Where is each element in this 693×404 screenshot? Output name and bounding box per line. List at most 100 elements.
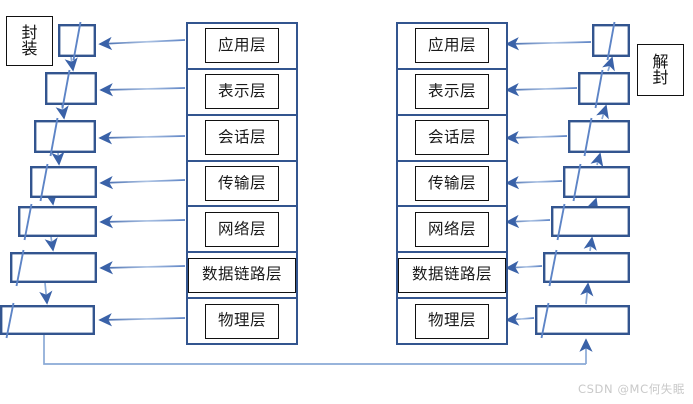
osi-row-receiver-6: 物理层 bbox=[398, 299, 506, 343]
wire-left-pres bbox=[99, 83, 186, 97]
right-packet-group bbox=[535, 21, 631, 339]
wire-right-sess bbox=[505, 130, 568, 145]
wire-right-phys bbox=[505, 312, 535, 326]
packet-frame-sender-2 bbox=[34, 119, 96, 153]
packet-receiver-1[interactable] bbox=[578, 69, 631, 109]
receiver-osi-stack: 应用层表示层会话层传输层网络层数据链路层物理层 bbox=[396, 22, 508, 345]
packet-header-divider-sender-4 bbox=[23, 203, 33, 241]
wire-left-net bbox=[99, 215, 186, 229]
wire-right-up-2 bbox=[596, 104, 609, 120]
packet-sender-4[interactable] bbox=[18, 203, 97, 241]
packet-sender-1[interactable] bbox=[45, 69, 97, 109]
packet-frame-sender-5 bbox=[9, 251, 97, 283]
decapsulation-label-line1: 解 bbox=[652, 51, 669, 71]
packet-header-divider-sender-3 bbox=[39, 163, 49, 202]
packet-header-divider-sender-5 bbox=[15, 249, 25, 287]
sender-osi-stack: 应用层表示层会话层传输层网络层数据链路层物理层 bbox=[186, 22, 298, 345]
osi-row-sender-1: 表示层 bbox=[188, 70, 296, 116]
packet-receiver-6[interactable] bbox=[535, 302, 631, 339]
packet-sender-6[interactable] bbox=[0, 302, 95, 339]
wire-right-up-6 bbox=[580, 282, 594, 305]
osi-layer-sender-3[interactable]: 传输层 bbox=[205, 166, 279, 201]
osi-row-sender-6: 物理层 bbox=[188, 299, 296, 343]
osi-layer-sender-2[interactable]: 会话层 bbox=[205, 120, 279, 156]
packet-header-divider-sender-1 bbox=[61, 69, 71, 109]
wire-bottom-medium bbox=[43, 335, 586, 365]
packet-header-divider-sender-0 bbox=[72, 21, 82, 61]
wire-right-up-4 bbox=[585, 197, 599, 213]
wire-right-up-3 bbox=[590, 152, 604, 168]
osi-layer-receiver-0[interactable]: 应用层 bbox=[415, 28, 489, 64]
packet-header-divider-sender-2 bbox=[49, 117, 59, 157]
packet-frame-sender-1 bbox=[45, 71, 97, 105]
wire-left-down-3 bbox=[51, 151, 65, 166]
osi-row-sender-0: 应用层 bbox=[188, 24, 296, 70]
osi-row-receiver-4: 网络层 bbox=[398, 207, 506, 254]
osi-row-sender-4: 网络层 bbox=[188, 207, 296, 254]
packet-frame-receiver-5 bbox=[543, 251, 631, 283]
wire-left-link bbox=[99, 261, 186, 275]
packet-frame-sender-4 bbox=[18, 205, 97, 237]
packet-header-divider-receiver-0 bbox=[606, 21, 616, 61]
osi-layer-receiver-4[interactable]: 网络层 bbox=[415, 211, 489, 247]
wire-right-app bbox=[505, 37, 592, 51]
packet-sender-2[interactable] bbox=[34, 117, 96, 157]
osi-layer-sender-1[interactable]: 表示层 bbox=[205, 74, 279, 110]
packet-sender-3[interactable] bbox=[30, 163, 97, 202]
osi-layer-sender-4[interactable]: 网络层 bbox=[205, 211, 279, 247]
osi-row-sender-5: 数据链路层 bbox=[188, 253, 296, 300]
packet-header-divider-receiver-4 bbox=[556, 203, 566, 241]
packet-header-divider-sender-6 bbox=[5, 302, 15, 339]
osi-layer-sender-6[interactable]: 物理层 bbox=[205, 303, 279, 339]
packet-header-divider-receiver-5 bbox=[548, 249, 558, 287]
packet-header-divider-receiver-2 bbox=[583, 117, 593, 157]
osi-row-sender-2: 会话层 bbox=[188, 116, 296, 162]
packet-receiver-5[interactable] bbox=[543, 249, 631, 287]
packet-sender-0[interactable] bbox=[58, 21, 96, 61]
osi-layer-receiver-6[interactable]: 物理层 bbox=[415, 303, 489, 339]
wire-left-down-1 bbox=[64, 56, 78, 72]
packet-frame-receiver-2 bbox=[568, 119, 631, 153]
wire-right-pres bbox=[505, 83, 578, 97]
osi-layer-receiver-2[interactable]: 会话层 bbox=[415, 120, 489, 156]
osi-row-receiver-2: 会话层 bbox=[398, 116, 506, 162]
osi-layer-sender-5[interactable]: 数据链路层 bbox=[188, 257, 296, 293]
encapsulation-label-line1: 封 bbox=[21, 22, 38, 42]
osi-layer-receiver-1[interactable]: 表示层 bbox=[415, 74, 489, 110]
osi-layer-receiver-3[interactable]: 传输层 bbox=[415, 166, 489, 201]
decapsulation-label-line2: 封 bbox=[652, 68, 669, 87]
wire-right-net bbox=[505, 214, 551, 229]
osi-row-receiver-0: 应用层 bbox=[398, 24, 506, 70]
osi-layer-sender-0[interactable]: 应用层 bbox=[205, 28, 279, 64]
packet-sender-5[interactable] bbox=[9, 249, 97, 287]
osi-row-receiver-5: 数据链路层 bbox=[398, 253, 506, 300]
decapsulation-label: 解 封 bbox=[637, 44, 684, 96]
wire-right-trans bbox=[505, 175, 563, 190]
wire-left-phys bbox=[98, 313, 186, 327]
packet-header-divider-receiver-6 bbox=[540, 302, 550, 339]
csdn-watermark: CSDN @MC何失眠 bbox=[578, 382, 685, 396]
wire-right-up-5 bbox=[583, 236, 597, 252]
wire-left-down-5 bbox=[44, 236, 58, 252]
packet-receiver-0[interactable] bbox=[592, 21, 631, 61]
encapsulation-label-line2: 装 bbox=[21, 39, 38, 58]
packet-header-divider-receiver-3 bbox=[572, 163, 582, 202]
osi-row-sender-3: 传输层 bbox=[188, 162, 296, 208]
osi-layer-receiver-5[interactable]: 数据链路层 bbox=[398, 257, 506, 293]
osi-row-receiver-1: 表示层 bbox=[398, 70, 506, 116]
encapsulation-label: 封 装 bbox=[6, 16, 53, 66]
wire-left-app bbox=[98, 36, 186, 51]
left-packet-group bbox=[0, 21, 97, 339]
osi-row-receiver-3: 传输层 bbox=[398, 162, 506, 208]
wire-left-down-4 bbox=[44, 191, 58, 206]
wire-left-down-6 bbox=[39, 282, 53, 305]
packet-receiver-2[interactable] bbox=[568, 117, 631, 157]
wire-right-link bbox=[505, 260, 543, 274]
packet-receiver-3[interactable] bbox=[563, 163, 631, 202]
wire-right-up-1 bbox=[602, 56, 615, 72]
packet-header-divider-receiver-1 bbox=[594, 69, 604, 109]
wire-left-trans bbox=[99, 175, 186, 190]
